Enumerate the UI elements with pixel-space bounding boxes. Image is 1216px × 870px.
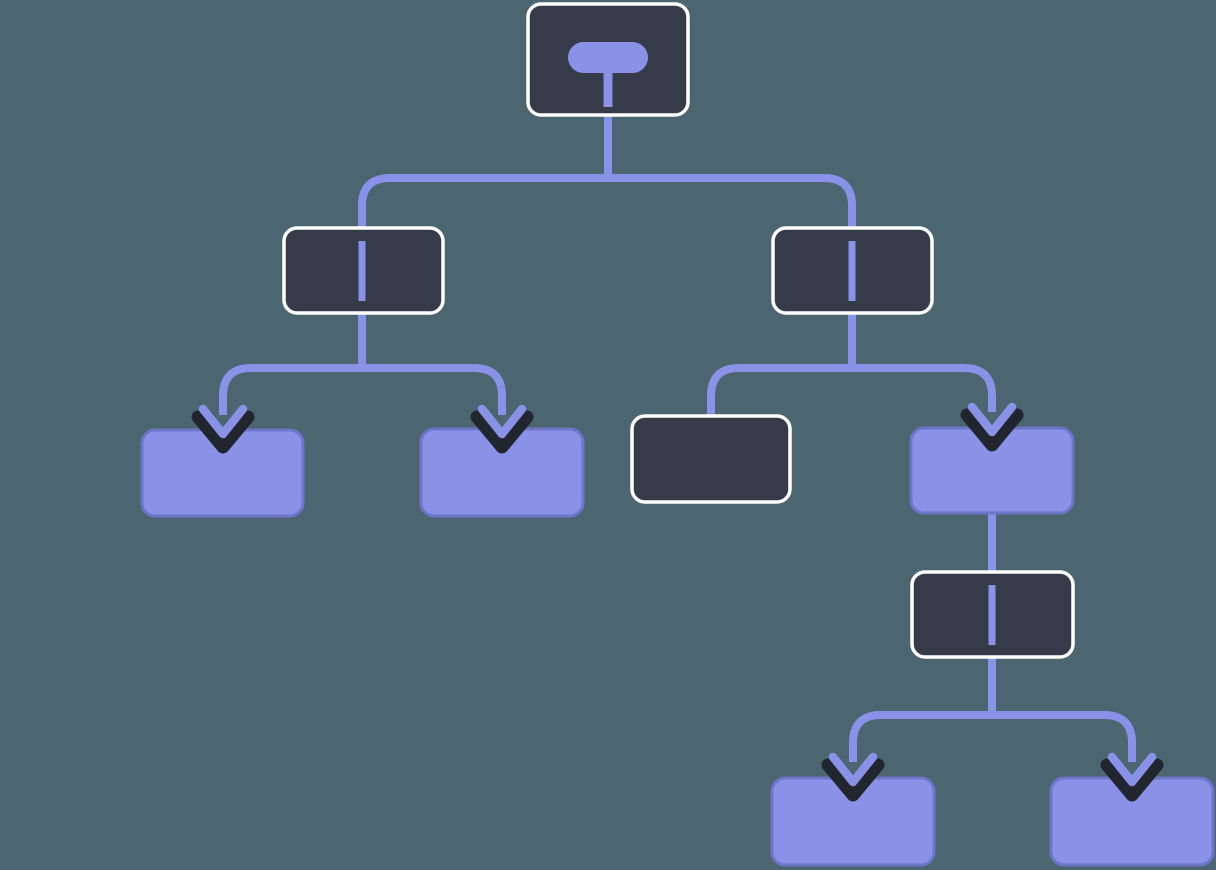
chevron-down-arrow-icon [1100,752,1164,802]
nodes-layer [140,2,1215,867]
pill-with-stem-icon [568,42,648,73]
node-child-right-dark[interactable] [630,414,792,504]
chevron-down-arrow-icon [470,404,534,454]
edge-bottom-branch-to-leaves[interactable] [849,711,1136,762]
edge-right-branch-to-children[interactable] [707,364,996,418]
chevron-down-arrow-icon [191,404,255,454]
chevron-down-arrow-icon [960,402,1024,452]
arrowheads-layer [191,402,1164,802]
node-decorations-layer [358,42,996,645]
edge-left-branch-to-leaves[interactable] [219,364,506,415]
chevron-down-arrow-icon [821,752,885,802]
edge-root-to-level2[interactable] [358,110,856,368]
